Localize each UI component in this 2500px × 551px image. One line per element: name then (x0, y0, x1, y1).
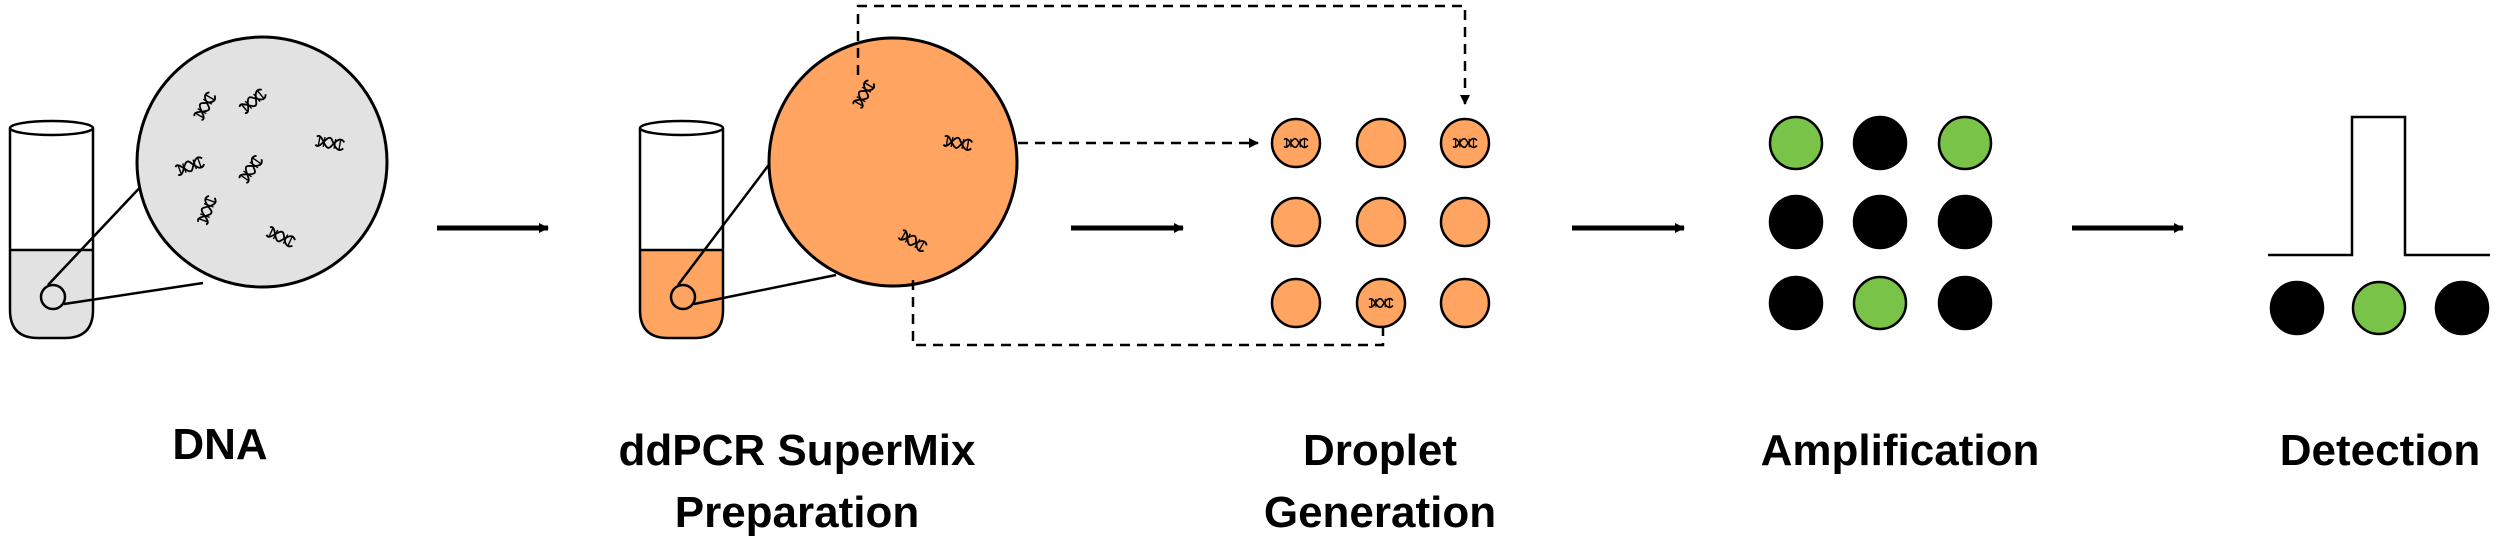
droplet-with-dna (1270, 117, 1322, 169)
droplet-empty (1439, 196, 1491, 248)
detection-signal-peak (2268, 115, 2490, 257)
sample-spot-icon (669, 283, 697, 311)
negative-droplet (2434, 280, 2490, 336)
droplet-empty (1439, 277, 1491, 329)
detection-droplet-row (2269, 280, 2490, 336)
droplet-grid (1270, 117, 1491, 329)
negative-droplet (1768, 275, 1824, 331)
negative-droplet (1937, 194, 1993, 250)
droplet-empty (1355, 196, 1407, 248)
supermix-stage (638, 36, 1019, 340)
positive-droplet (2351, 280, 2407, 336)
negative-droplet (1937, 275, 1993, 331)
positive-droplet (1852, 275, 1908, 331)
supermix-label-line1: ddPCR SuperMix (618, 426, 976, 475)
dna-stage (8, 35, 389, 340)
droplet-with-dna (1439, 117, 1491, 169)
amplification-stage-label: Amplification (1760, 426, 2040, 475)
supermix-stage-label: ddPCR SuperMix Preparation (572, 420, 1022, 544)
sample-spot-icon (39, 283, 67, 311)
negative-droplet (1852, 115, 1908, 171)
droplet-stage-label: Droplet Generation (1180, 420, 1580, 544)
detection-stage-label: Detection (2279, 426, 2481, 475)
droplet-label-line2: Generation (1263, 488, 1497, 537)
negative-droplet (1768, 194, 1824, 250)
droplet-with-dna (1355, 277, 1407, 329)
negative-droplet (1852, 194, 1908, 250)
negative-droplet (2269, 280, 2325, 336)
supermix-test-tube-icon (638, 119, 725, 340)
droplet-empty (1355, 117, 1407, 169)
supermix-magnified-circle (767, 36, 1019, 288)
amplification-grid (1768, 115, 1993, 331)
dna-test-tube-icon (8, 119, 95, 340)
supermix-label-line2: Preparation (674, 488, 920, 537)
positive-droplet (1768, 115, 1824, 171)
droplet-empty (1270, 196, 1322, 248)
dna-stage-label: DNA (172, 420, 268, 469)
positive-droplet (1937, 115, 1993, 171)
droplet-empty (1270, 277, 1322, 329)
droplet-label-line1: Droplet (1303, 426, 1457, 475)
